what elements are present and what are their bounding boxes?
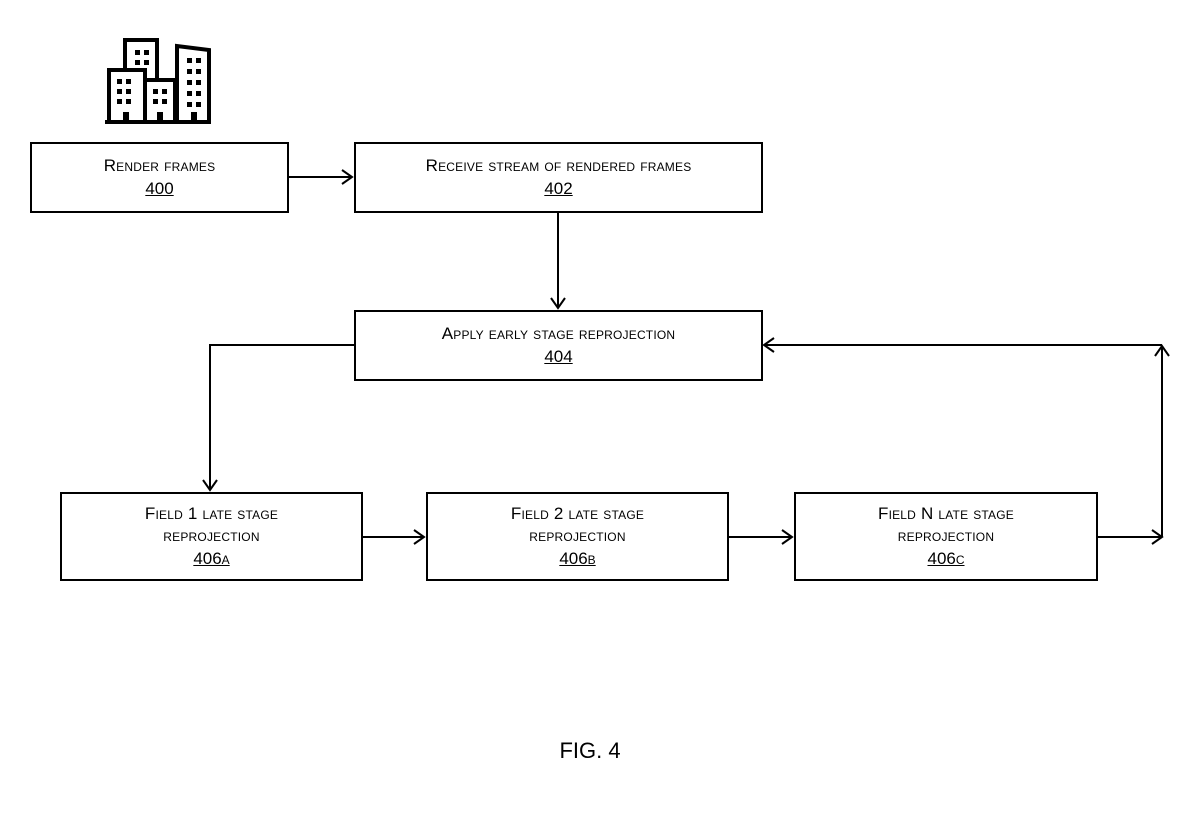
step-label-line1: Field 2 late stage — [510, 503, 645, 523]
arrow-feedback-to-404 — [762, 337, 1162, 353]
buildings-icon — [105, 38, 211, 124]
step-ref: 400 — [145, 178, 174, 198]
step-label: Apply early stage reprojection — [441, 323, 676, 343]
step-receive-stream: Receive stream of rendered frames 402 — [354, 142, 763, 213]
arrow-406a-to-406b — [362, 529, 426, 545]
step-ref: 406c — [927, 548, 965, 568]
step-ref: 406a — [193, 548, 230, 568]
step-label: Receive stream of rendered frames — [425, 155, 692, 175]
arrow-406b-to-406c — [728, 529, 794, 545]
step-label-line2: reprojection — [529, 525, 626, 545]
step-label-line2: reprojection — [163, 525, 260, 545]
step-field-n: Field N late stage reprojection 406c — [794, 492, 1098, 581]
step-ref: 404 — [544, 346, 573, 366]
arrow-402-to-404 — [550, 212, 566, 310]
step-render-frames: Render frames 400 — [30, 142, 289, 213]
arrow-400-to-402 — [288, 169, 354, 185]
step-ref: 406b — [559, 548, 596, 568]
step-early-reprojection: Apply early stage reprojection 404 — [354, 310, 763, 381]
step-field-1: Field 1 late stage reprojection 406a — [60, 492, 363, 581]
step-label-line1: Field 1 late stage — [144, 503, 279, 523]
step-ref: 402 — [544, 178, 573, 198]
arrow-406c-out — [1097, 529, 1164, 545]
arrow-feedback-up — [1154, 344, 1170, 537]
step-label: Render frames — [103, 155, 216, 175]
step-label-line1: Field N late stage — [877, 503, 1014, 523]
step-label-line2: reprojection — [897, 525, 995, 545]
arrow-404-to-406a — [202, 344, 354, 492]
figure-caption: FIG. 4 — [559, 738, 621, 763]
step-field-2: Field 2 late stage reprojection 406b — [426, 492, 729, 581]
